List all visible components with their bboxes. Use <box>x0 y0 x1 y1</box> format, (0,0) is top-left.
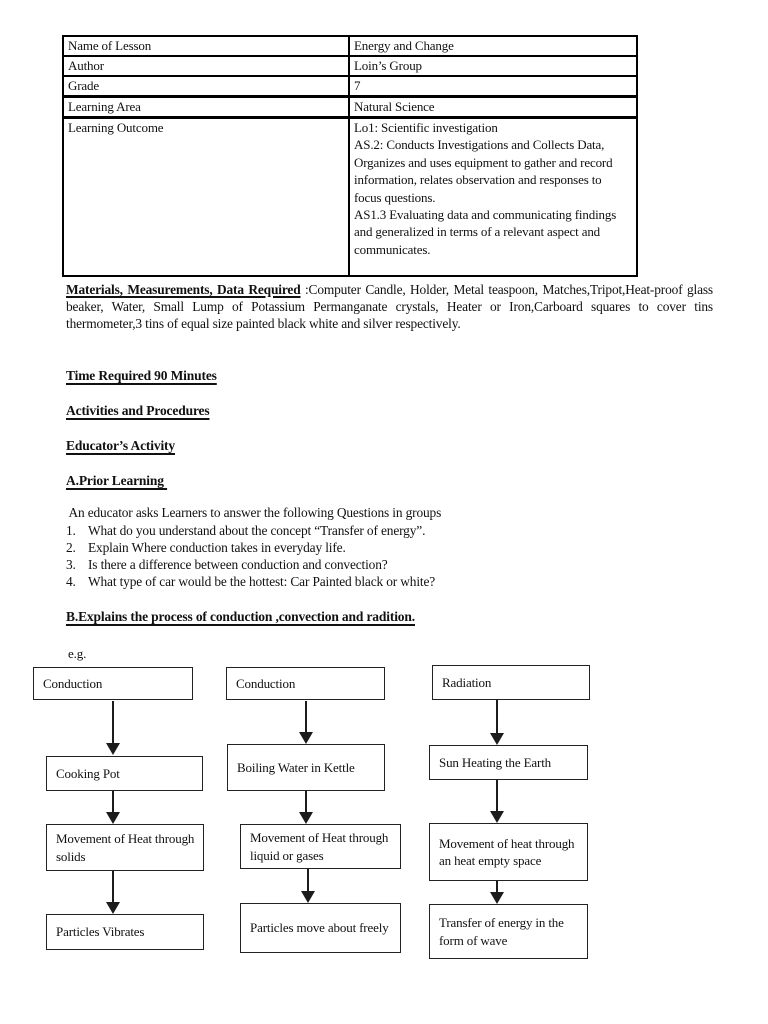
table-row: Learning Outcome Lo1: Scientific investi… <box>62 116 638 277</box>
learning-outcome-line: AS1.3 Evaluating data and communicating … <box>354 207 617 257</box>
flowchart-col2-step1: Conduction <box>226 667 385 700</box>
question-text: What do you understand about the concept… <box>88 523 426 538</box>
question-text: Explain Where conduction takes in everyd… <box>88 540 346 555</box>
flowchart-col2-step4: Particles move about freely <box>240 903 401 953</box>
flowchart-col1-step1: Conduction <box>33 667 193 700</box>
row-value: 7 <box>348 75 638 98</box>
example-label: e.g. <box>68 646 87 661</box>
flowchart-col3-step1: Radiation <box>432 665 590 700</box>
question-number: 1. <box>66 523 76 538</box>
materials-lead: Materials, Measurements, Data Required <box>66 282 301 297</box>
heading-activities-procedures: Activities and Procedures <box>66 403 210 418</box>
materials-body: :Computer Candle, Holder, Metal teaspoon… <box>66 282 717 332</box>
heading-educators-activity: Educator’s Activity <box>66 438 176 453</box>
row-value: Natural Science <box>348 95 638 119</box>
down-arrow-icon <box>490 700 504 745</box>
row-value: Loin’s Group <box>348 55 638 77</box>
flowchart-col3-step3: Movement of heat through an heat empty s… <box>429 823 588 881</box>
down-arrow-icon <box>106 701 120 755</box>
learning-outcome-line: Lo1: Scientific investigation <box>354 120 498 135</box>
question-item: 3. Is there a difference between conduct… <box>66 557 388 573</box>
flowchart-col3-step4: Transfer of energy in the form of wave <box>429 904 588 959</box>
flowchart-col1-step2: Cooking Pot <box>46 756 203 791</box>
heading-prior-learning: A.Prior Learning <box>66 473 168 488</box>
flowchart-col1-step3: Movement of Heat through solids <box>46 824 204 871</box>
prior-learning-intro: An educator asks Learners to answer the … <box>66 505 442 520</box>
lesson-info-table: Name of Lesson Energy and Change Author … <box>62 35 638 277</box>
down-arrow-icon <box>106 871 120 914</box>
learning-outcome-line: AS.2: Conducts Investigations and Collec… <box>354 137 613 205</box>
learning-outcome-cell: Lo1: Scientific investigation AS.2: Cond… <box>348 116 638 277</box>
down-arrow-icon <box>299 701 313 744</box>
question-text: Is there a difference between conduction… <box>88 557 388 572</box>
flowchart-col2-step2: Boiling Water in Kettle <box>227 744 385 791</box>
row-label: Author <box>62 55 350 77</box>
down-arrow-icon <box>106 791 120 824</box>
materials-paragraph: Materials, Measurements, Data Required :… <box>66 281 713 333</box>
row-label: Learning Outcome <box>62 116 350 277</box>
question-number: 2. <box>66 540 76 555</box>
flowchart-col2-step3: Movement of Heat through liquid or gases <box>240 824 401 869</box>
down-arrow-icon <box>301 869 315 903</box>
table-row: Name of Lesson Energy and Change <box>62 35 638 57</box>
table-row: Learning Area Natural Science <box>62 95 638 119</box>
heading-section-b: B.Explains the process of conduction ,co… <box>66 609 415 624</box>
question-number: 3. <box>66 557 76 572</box>
question-number: 4. <box>66 574 76 589</box>
down-arrow-icon <box>299 791 313 824</box>
flowchart-col1-step4: Particles Vibrates <box>46 914 204 950</box>
down-arrow-icon <box>490 780 504 823</box>
question-text: What type of car would be the hottest: C… <box>88 574 436 589</box>
table-row: Grade 7 <box>62 75 638 98</box>
row-label: Name of Lesson <box>62 35 350 57</box>
row-label: Grade <box>62 75 350 98</box>
flowchart-col3-step2: Sun Heating the Earth <box>429 745 588 780</box>
down-arrow-icon <box>490 881 504 904</box>
question-item: 2. Explain Where conduction takes in eve… <box>66 540 346 556</box>
row-label: Learning Area <box>62 95 350 119</box>
row-value: Energy and Change <box>348 35 638 57</box>
heading-time-required: Time Required 90 Minutes <box>66 368 217 383</box>
question-item: 4. What type of car would be the hottest… <box>66 574 435 590</box>
question-item: 1. What do you understand about the conc… <box>66 523 425 539</box>
table-row: Author Loin’s Group <box>62 55 638 77</box>
